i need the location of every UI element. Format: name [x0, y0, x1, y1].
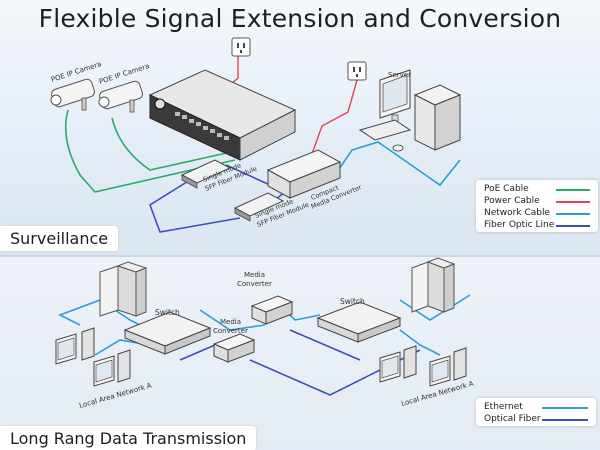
- legend-label: Ethernet: [484, 402, 523, 412]
- legend-label: PoE Cable: [484, 184, 529, 194]
- legend-label: Network Cable: [484, 208, 550, 218]
- poe-camera-icon: [98, 80, 143, 113]
- server-rack-icon: [411, 257, 456, 313]
- network-switch-icon: [123, 311, 212, 355]
- optical-fiber-line: [179, 344, 216, 361]
- section-divider: [0, 255, 600, 257]
- legend-swatch: [556, 201, 590, 203]
- server-computer-icon: [358, 69, 462, 152]
- poe-cable-1: [64, 109, 236, 193]
- legend-swatch: [556, 225, 590, 227]
- optical-fiber-line: [289, 329, 361, 361]
- section-label-long-range: Long Rang Data Transmission: [0, 426, 257, 450]
- network-switch-icon: [316, 301, 402, 343]
- legend-label: Power Cable: [484, 196, 540, 206]
- desktop-pc-icon: [429, 347, 467, 387]
- power-outlet-icon: [347, 61, 367, 81]
- section-label-surveillance: Surveillance: [0, 226, 119, 251]
- power-outlet-icon: [231, 37, 251, 57]
- ethernet-cable: [399, 294, 471, 321]
- switch-label: Switch: [155, 308, 180, 317]
- lan-label: Local Area Network A: [78, 382, 152, 410]
- page-title: Flexible Signal Extension and Conversion: [38, 4, 562, 33]
- media-converter-icon: [212, 333, 256, 363]
- legend-label: Fiber Optic Line: [484, 220, 555, 230]
- desktop-pc-icon: [379, 345, 417, 383]
- desktop-pc-icon: [55, 327, 95, 365]
- legend-item: Optical Fiber: [484, 413, 541, 425]
- legend-long-range: Ethernet Optical Fiber: [476, 398, 596, 426]
- sfp-module-icon: [233, 192, 285, 222]
- server-label: Server: [388, 71, 411, 79]
- power-cable-converter: [307, 79, 358, 166]
- switch-label: Switch: [340, 297, 365, 306]
- media-converter-label: Media: [244, 271, 265, 279]
- long-range-diagram: Switch Switch Media Converter Media Conv…: [55, 257, 475, 410]
- legend-item: Fiber Optic Line: [484, 219, 554, 231]
- legend-label: Optical Fiber: [484, 414, 541, 424]
- media-converter-label: Converter: [213, 327, 248, 335]
- legend-swatch: [556, 213, 590, 215]
- sfp-module-icon: [180, 159, 232, 189]
- server-rack-icon: [99, 261, 148, 317]
- poe-switch-icon: [148, 69, 297, 161]
- legend-item: PoE Cable: [484, 183, 529, 195]
- poe-cable-2: [111, 117, 241, 171]
- network-cable-server: [334, 141, 461, 187]
- desktop-pc-icon: [93, 349, 131, 387]
- legend-item: Ethernet: [484, 401, 523, 413]
- legend-item: Power Cable: [484, 195, 540, 207]
- media-converter-label: Media: [220, 318, 241, 326]
- ethernet-cable: [58, 299, 101, 326]
- ethernet-cable: [399, 329, 441, 356]
- surveillance-diagram: POE IP Camera POE IP Camera Server Singl…: [50, 37, 462, 233]
- legend-surveillance: PoE Cable Power Cable Network Cable Fibe…: [476, 180, 598, 232]
- ethernet-cable: [199, 309, 266, 331]
- legend-item: Network Cable: [484, 207, 550, 219]
- poe-camera-label: POE IP Camera: [50, 60, 102, 84]
- media-converter-label: Converter: [237, 280, 272, 288]
- media-converter-icon: [266, 149, 342, 199]
- fiber-line-2: [225, 164, 271, 186]
- poe-camera-label: POE IP Camera: [98, 62, 150, 86]
- fiber-line-1: [149, 179, 241, 233]
- legend-swatch: [542, 407, 588, 409]
- media-converter-icon: [250, 295, 294, 325]
- poe-camera-icon: [50, 78, 95, 111]
- legend-swatch: [542, 419, 588, 421]
- legend-swatch: [556, 189, 590, 191]
